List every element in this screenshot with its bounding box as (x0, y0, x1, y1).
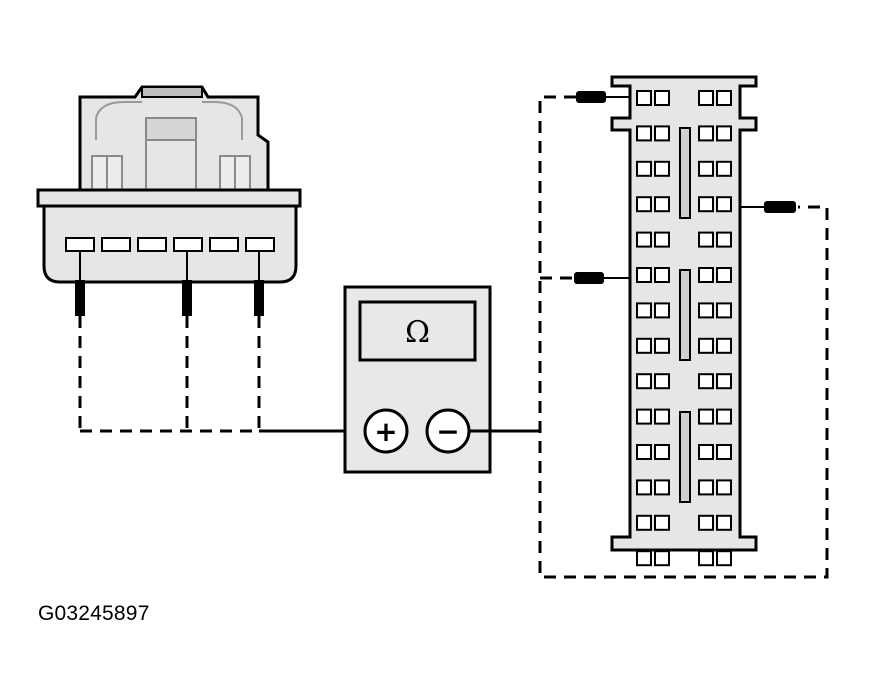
probe-tip (764, 201, 796, 213)
left-connector-inner-arch-right (202, 101, 243, 140)
left-connector-terminal (101, 237, 131, 252)
connector-pin (654, 373, 670, 390)
connector-pin (698, 267, 714, 283)
connector-pin (654, 550, 670, 567)
connector-pin (636, 160, 652, 177)
connector-pin (636, 302, 652, 319)
connector-pin (636, 514, 652, 531)
left-connector-terminal-row (65, 237, 275, 252)
connector-pin (636, 408, 652, 425)
left-connector-flange (36, 188, 302, 208)
connector-pin (654, 231, 670, 248)
connector-pin (698, 302, 714, 319)
left-test-leads (78, 316, 261, 433)
connector-pin (716, 408, 732, 425)
left-connector-terminal (173, 237, 203, 252)
left-connector-terminal (137, 237, 167, 252)
connector-pin (636, 267, 652, 283)
connector-pin (636, 550, 652, 567)
probe-tip (254, 280, 264, 316)
right-connector-rib (679, 269, 691, 361)
connector-pin (698, 479, 714, 496)
connector-pin (716, 302, 732, 319)
connector-pin (636, 231, 652, 248)
connector-pin (698, 90, 714, 106)
connector-pin (716, 514, 732, 531)
connector-pin (698, 408, 714, 425)
right-connector-rib (679, 127, 691, 219)
connector-pin (654, 196, 670, 213)
connector-pin (654, 479, 670, 496)
left-connector-latch (141, 86, 203, 98)
connector-pin (636, 90, 652, 106)
left-connector-terminal (65, 237, 95, 252)
positive-terminal (363, 408, 409, 454)
connector-pin (698, 160, 714, 177)
connector-pin (654, 408, 670, 425)
left-connector-inner-arch-left (95, 101, 142, 140)
connector-pin (698, 196, 714, 213)
connector-pin (654, 444, 670, 460)
connector-pin (636, 337, 652, 354)
connector-pin (654, 125, 670, 142)
connector-pin (698, 337, 714, 354)
connector-pin (716, 337, 732, 354)
connector-pin (716, 160, 732, 177)
connector-pin (654, 514, 670, 531)
connector-pin (654, 160, 670, 177)
connector-pin (654, 267, 670, 283)
connector-pin (698, 514, 714, 531)
right-connector-pin-grid (636, 90, 732, 567)
ohmmeter-display (358, 300, 477, 362)
connector-pin (716, 479, 732, 496)
ohmmeter: Ω + − (343, 285, 492, 474)
connector-pin (698, 231, 714, 248)
probe-tip (574, 272, 604, 284)
ohm-symbol: Ω (405, 315, 430, 350)
connector-pin (698, 444, 714, 460)
left-probes (75, 251, 264, 316)
connector-pin (636, 373, 652, 390)
connector-pin (636, 196, 652, 213)
figure-id-label: G03245897 (38, 602, 150, 625)
probe-tip (75, 280, 85, 316)
connector-pin (716, 196, 732, 213)
connector-pin (716, 125, 732, 142)
connector-pin (698, 550, 714, 567)
connector-pin (636, 444, 652, 460)
right-connector-rib (679, 411, 691, 503)
left-connector-center-slot (145, 117, 197, 141)
probe-tip (576, 91, 606, 103)
left-connector-lower-body (42, 204, 298, 284)
probe-tip (182, 280, 192, 316)
connector-pin (654, 90, 670, 106)
left-connector-terminal (209, 237, 239, 252)
negative-terminal-sign: − (436, 415, 459, 448)
left-connector-terminal (245, 237, 275, 252)
connector-pin (716, 444, 732, 460)
connector-pin (654, 337, 670, 354)
positive-terminal-sign: + (374, 415, 397, 448)
connector-pin (716, 267, 732, 283)
right-test-leads (538, 95, 829, 579)
connector-pin (716, 90, 732, 106)
connector-pin (716, 373, 732, 390)
connector-pin (654, 302, 670, 319)
connector-pin (716, 550, 732, 567)
connector-pin (698, 373, 714, 390)
connector-pin (716, 231, 732, 248)
left-connector (36, 85, 302, 284)
right-connector (610, 75, 758, 567)
connector-pin (636, 125, 652, 142)
connector-pin (698, 125, 714, 142)
connector-pin (636, 479, 652, 496)
